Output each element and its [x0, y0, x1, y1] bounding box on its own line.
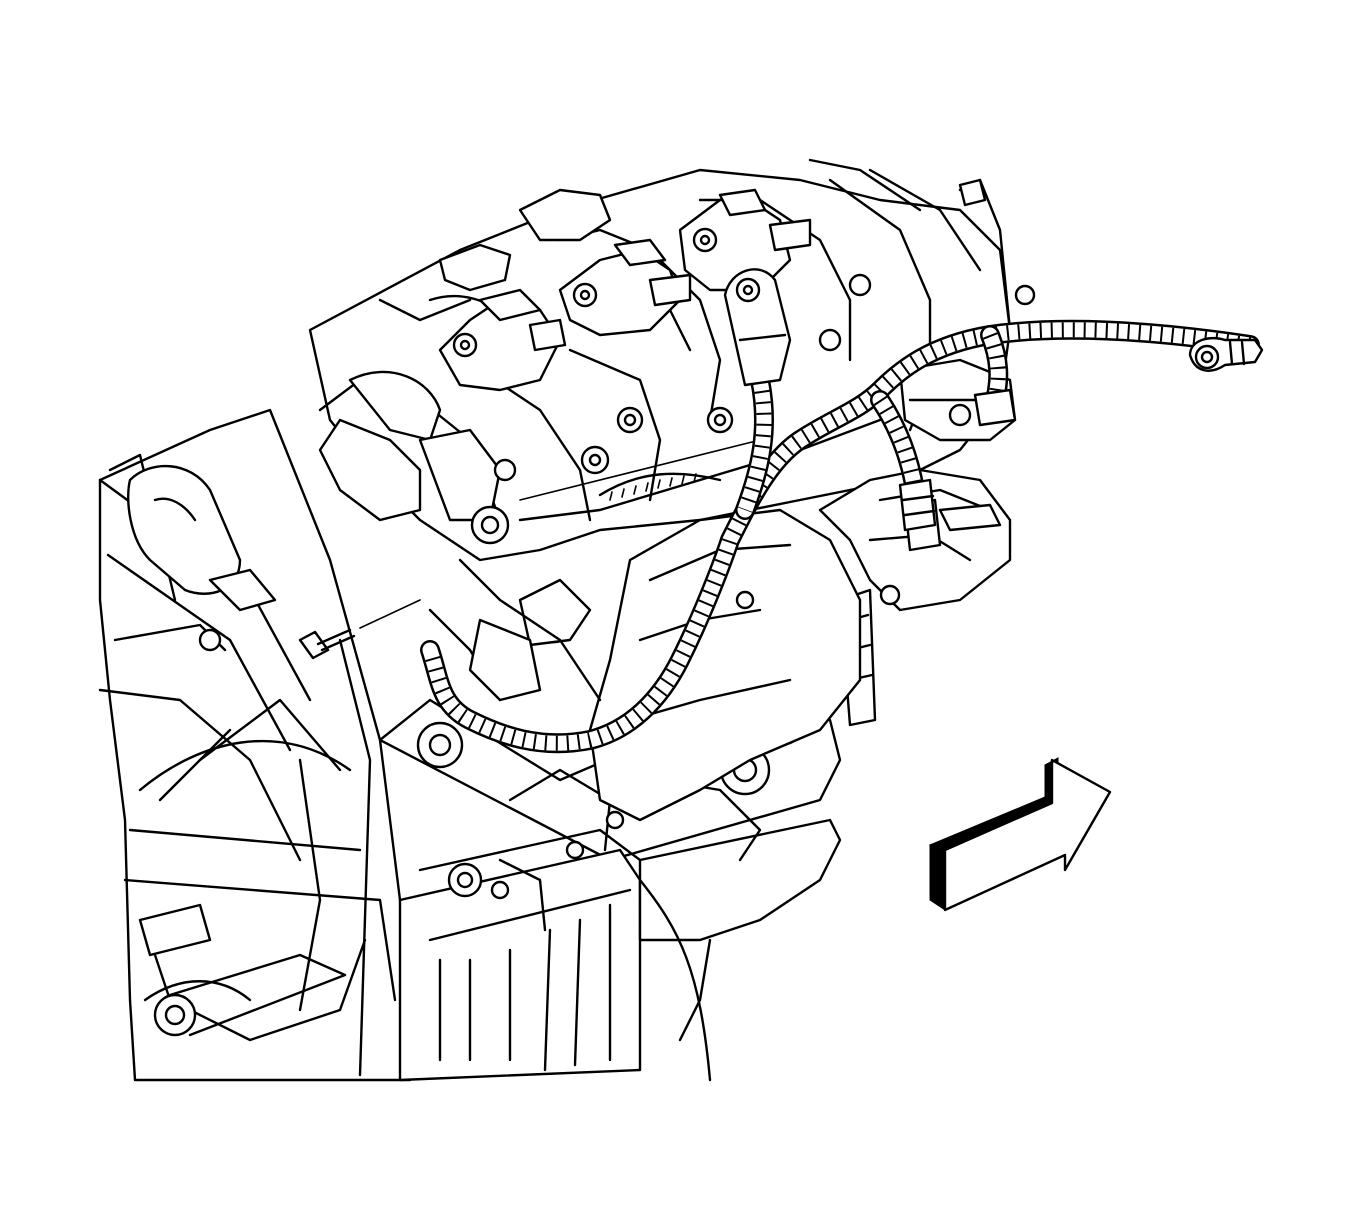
ignition-coil [558, 238, 692, 337]
harness-connector [1188, 336, 1264, 372]
arrow-right-up-icon [928, 757, 1112, 912]
bracket-heat-shield [428, 508, 862, 822]
harness-connector [973, 388, 1017, 427]
harness-connector [898, 478, 937, 532]
ignition-coil [438, 188, 612, 292]
bolt [298, 599, 421, 660]
ignition-coil [678, 188, 812, 292]
wiring-harness [420, 319, 1260, 754]
ignition-coils [438, 188, 812, 392]
ground-strap [723, 268, 792, 387]
transmission-bell-housing [98, 408, 412, 1082]
ignition-coil [438, 288, 567, 392]
